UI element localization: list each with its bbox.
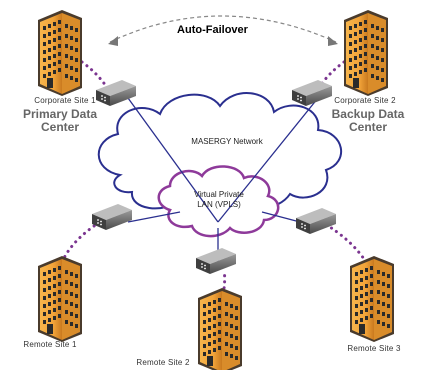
primary-data-center-title: Primary Data Center (10, 108, 110, 134)
corporate-site-2-building-icon (344, 10, 388, 96)
primary-data-center-line2: Center (40, 120, 79, 134)
remote-site-3-building-icon (350, 256, 394, 342)
router-remote-3-icon (296, 208, 336, 234)
failover-arrow-right-icon (328, 36, 338, 46)
remote-site-2-building-icon (198, 288, 242, 370)
corporate-site-1-caption: Corporate Site 1 (34, 96, 96, 105)
remote-site-3-caption: Remote Site 3 (347, 344, 401, 353)
vpls-label: Virtual Private LAN (VPLS) (180, 190, 258, 210)
network-links (127, 97, 319, 262)
vpls-label-line2: LAN (VPLS) (197, 200, 241, 209)
router-remote-2-icon (196, 248, 236, 274)
failover-arc (109, 15, 337, 43)
vpls-label-line1: Virtual Private (194, 190, 244, 199)
primary-data-center-line1: Primary Data (22, 107, 98, 121)
router-remote-1-icon (92, 204, 132, 230)
failover-arrow-left-icon (108, 36, 118, 46)
backup-data-center-line1: Backup Data (331, 107, 405, 121)
backup-data-center-line2: Center (348, 120, 387, 134)
corporate-site-1-building-icon (38, 10, 82, 96)
corporate-site-2-caption: Corporate Site 2 (334, 96, 396, 105)
backup-data-center-title: Backup Data Center (318, 108, 418, 134)
remote-site-1-building-icon (38, 256, 82, 342)
remote-site-1-caption: Remote Site 1 (23, 340, 77, 349)
remote-site-2-caption: Remote Site 2 (136, 358, 190, 367)
failover-label: Auto-Failover (177, 24, 248, 36)
masergy-network-label: MASERGY Network (191, 137, 263, 146)
